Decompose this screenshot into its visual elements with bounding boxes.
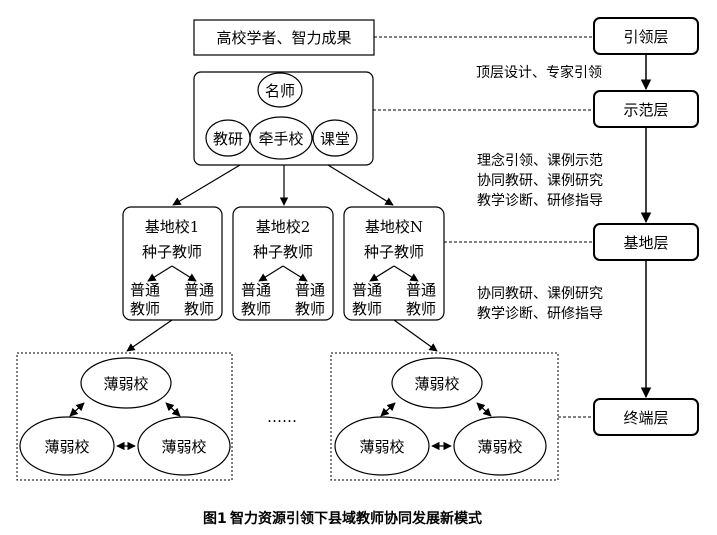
note-demo-to-base-1: 理念引领、课例示范: [477, 152, 603, 169]
weak-school-group-left: 薄弱校 薄弱校 薄弱校: [16, 352, 233, 481]
model-school-box: 名师 教研 课堂 牵手校: [193, 71, 374, 166]
arrow-to-base-1: [172, 164, 241, 206]
weak-school-node: [391, 357, 483, 409]
note-base-to-terminal-2: 教学诊断、研修指导: [477, 306, 603, 322]
weak-school-node: [334, 416, 430, 476]
teacher-left-line1: 普通: [130, 281, 160, 299]
seed-teacher-label: 种子教师: [142, 243, 202, 261]
layer-terminal-label: 终端层: [623, 409, 668, 427]
weak-school-label: 薄弱校: [359, 438, 404, 456]
teacher-right-line1: 普通: [184, 281, 214, 299]
teacher-right-line1: 普通: [406, 281, 436, 299]
layer-base-label: 基地层: [623, 234, 668, 252]
teacher-left-line1: 普通: [241, 281, 271, 299]
teaching-research-label: 教研: [213, 130, 243, 148]
weak-school-label: 薄弱校: [44, 438, 89, 456]
figure-number: 图1: [203, 511, 227, 527]
classroom-label: 课堂: [320, 130, 350, 148]
teacher-right-line2: 教师: [295, 300, 325, 318]
arrow-to-weak-group-right: [393, 319, 438, 352]
base-school-2: 基地校2 种子教师 普通 教师 普通 教师: [232, 206, 334, 321]
model-to-base-arrows: [172, 164, 394, 206]
layer-terminal: 终端层: [593, 398, 699, 436]
teacher-left-line2: 教师: [352, 300, 382, 318]
teacher-left-line1: 普通: [352, 281, 382, 299]
weak-school-node: [137, 416, 231, 476]
famous-teacher-node: [257, 72, 303, 108]
lead-school-label: 牵手校: [258, 130, 303, 148]
note-demo-to-base-2: 协同教研、课例研究: [477, 173, 603, 189]
top-box-label: 高校学者、智力成果: [216, 29, 351, 47]
seed-teacher-label: 种子教师: [253, 243, 313, 261]
teacher-right-line2: 教师: [406, 300, 436, 318]
base-school-name: 基地校1: [145, 218, 200, 236]
arrow-to-weak-group-left: [126, 319, 173, 352]
weak-school-label: 薄弱校: [103, 375, 148, 393]
lead-school-node: [249, 116, 313, 160]
note-demo-to-base-3: 教学诊断、研修指导: [477, 193, 603, 209]
famous-teacher-label: 名师: [265, 82, 295, 100]
layer-leading: 引领层: [593, 17, 699, 55]
teacher-left-line2: 教师: [241, 300, 271, 318]
teacher-right-line1: 普通: [295, 281, 325, 299]
more-groups-ellipsis: ……: [267, 408, 297, 426]
arrow-to-base-n: [327, 164, 394, 206]
seed-teacher-label: 种子教师: [364, 243, 424, 261]
base-school-name: 基地校N: [365, 218, 423, 236]
base-school-1: 基地校1 种子教师 普通 教师 普通 教师: [122, 206, 223, 321]
layer-demo-label: 示范层: [623, 101, 668, 119]
base-school-n: 基地校N 种子教师 普通 教师 普通 教师: [343, 206, 445, 321]
figure-caption: 图1 智力资源引领下县域教师协同发展新模式: [203, 510, 482, 527]
weak-school-label: 薄弱校: [477, 438, 522, 456]
teacher-left-line2: 教师: [130, 300, 160, 318]
teacher-right-line2: 教师: [184, 300, 214, 318]
weak-school-node: [19, 416, 115, 476]
top-box: 高校学者、智力成果: [193, 19, 375, 56]
weak-school-node: [80, 357, 172, 409]
base-to-terminal-arrows: [126, 319, 438, 352]
figure-title: 智力资源引领下县域教师协同发展新模式: [229, 510, 482, 527]
note-lead-to-demo: 顶层设计、专家引领: [476, 64, 602, 81]
weak-school-label: 薄弱校: [414, 375, 459, 393]
note-base-to-terminal-1: 协同教研、课例研究: [477, 286, 603, 302]
weak-school-node: [453, 416, 547, 476]
layer-demo: 示范层: [593, 90, 699, 128]
base-school-name: 基地校2: [256, 218, 311, 236]
layer-leading-label: 引领层: [623, 28, 668, 46]
layer-base: 基地层: [593, 223, 699, 261]
weak-school-label: 薄弱校: [161, 438, 206, 456]
weak-school-group-right: 薄弱校 薄弱校 薄弱校: [330, 352, 559, 481]
layer-connectors: [373, 36, 594, 418]
classroom-node: [312, 119, 358, 157]
